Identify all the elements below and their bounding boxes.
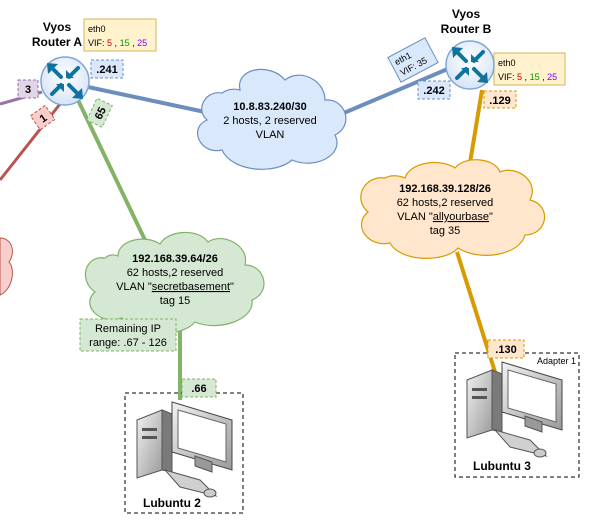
router-a-eth0-label: eth0 (88, 24, 106, 34)
router-a-badge-1-label: 1 (38, 112, 50, 125)
lubuntu-2-ip-badge: .66 (181, 378, 217, 398)
router-a-badge-1: 1 (29, 104, 56, 131)
router-a-badge-65: 65 (86, 97, 113, 128)
router-a-ip-241: .241 (96, 64, 117, 76)
router-a-title-line1: Vyos (43, 20, 72, 34)
router-a-badge-3: 3 (17, 79, 39, 99)
cloud-left-vlan-prefix: VLAN " (116, 281, 152, 293)
cloud-right-vlan-name: allyourbase (433, 211, 489, 223)
lubuntu-2-ip: .66 (191, 383, 206, 395)
link-a-to-cloud-left (76, 99, 147, 241)
remaining-ip-box: Remaining IP range: .67 - 126 (79, 318, 177, 352)
router-a-ip-241-badge: .241 (90, 59, 124, 79)
router-a-icon[interactable] (40, 56, 90, 106)
cloud-left-vlan: VLAN "secretbasement" (116, 281, 234, 293)
lubuntu-3-ip: .130 (495, 344, 516, 356)
router-b-vif-3: 25 (547, 72, 557, 82)
cloud-right-vlan-suffix: " (489, 211, 493, 223)
router-a-vif-sep-1: , (115, 38, 120, 48)
router-a-vif-2: 15 (120, 38, 130, 48)
cloud-right-vlan: VLAN "allyourbase" (397, 211, 493, 223)
router-b-eth0-label: eth0 (498, 58, 516, 68)
router-a-badge-3-label: 3 (25, 84, 31, 96)
router-b-eth0-box: eth0 VIF: 5 , 15 , 25 (493, 52, 566, 86)
router-b-vif-sep-2: , (542, 72, 547, 82)
cloud-top-hosts: 2 hosts, 2 reserved (223, 115, 317, 127)
router-b-ip-242: .242 (423, 85, 444, 97)
cloud-right-subnet: 192.168.39.128/26 (399, 183, 491, 195)
router-b-ip-129-badge: .129 (483, 90, 517, 109)
partial-cloud-left (0, 237, 13, 296)
desktop-computer-icon (466, 361, 563, 458)
router-b-vif-1: 5 (517, 72, 522, 82)
cloud-right-hosts: 62 hosts,2 reserved (397, 197, 494, 209)
cloud-top: 10.8.83.240/30 2 hosts, 2 reserved VLAN (196, 68, 347, 170)
remaining-ip-line2: range: .67 - 126 (89, 337, 167, 349)
cloud-left-tag: tag 15 (160, 295, 191, 307)
cloud-left-vlan-name: secretbasement (152, 281, 230, 293)
router-b-vif-line: VIF: 5 , 15 , 25 (498, 72, 557, 82)
cloud-left-hosts: 62 hosts,2 reserved (127, 267, 224, 279)
link-a-to-cloud-top (87, 85, 206, 114)
lubuntu-3-adapter: Adapter 1 (537, 356, 576, 366)
router-a-eth0-box: eth0 VIF: 5 , 15 , 25 (83, 18, 157, 52)
router-b-vif-sep-1: , (525, 72, 530, 82)
router-b-vif-2: 15 (530, 72, 540, 82)
router-a-vif-prefix: VIF: (88, 38, 107, 48)
router-a-vif-line: VIF: 5 , 15 , 25 (88, 38, 147, 48)
router-b-title-line1: Vyos (452, 7, 481, 21)
cloud-right: 192.168.39.128/26 62 hosts,2 reserved VL… (360, 159, 546, 259)
router-a-vif-sep-2: , (132, 38, 137, 48)
link-cloud-top-to-b (331, 66, 451, 120)
lubuntu-3-ip-badge: .130 (487, 339, 525, 359)
cloud-right-vlan-prefix: VLAN " (397, 211, 433, 223)
cloud-left-subnet: 192.168.39.64/26 (132, 253, 218, 265)
cloud-top-vlan: VLAN (256, 129, 285, 141)
cloud-left-vlan-suffix: " (230, 281, 234, 293)
router-a-vif-3: 25 (137, 38, 147, 48)
router-a-title-line2: Router A (32, 35, 83, 49)
router-b-title-line2: Router B (441, 22, 492, 36)
lubuntu-3-label: Lubuntu 3 (473, 459, 531, 473)
router-b-ip-129: .129 (489, 95, 510, 107)
router-a-badge-65-label: 65 (93, 105, 109, 121)
lubuntu-3-node[interactable]: .130 Adapter 1 Lubuntu 3 (454, 339, 580, 478)
remaining-ip-line1: Remaining IP (95, 323, 161, 335)
cloud-top-subnet: 10.8.83.240/30 (233, 101, 306, 113)
lubuntu-2-node[interactable]: .66 Lubuntu 2 (124, 378, 244, 514)
lubuntu-2-label: Lubuntu 2 (143, 496, 201, 510)
desktop-computer-icon (136, 401, 233, 498)
router-b-vif-prefix: VIF: (498, 72, 517, 82)
router-b-icon[interactable] (445, 40, 495, 90)
cloud-left: 192.168.39.64/26 62 hosts,2 reserved VLA… (84, 231, 265, 335)
router-b-ip-242-badge: .242 (417, 80, 451, 100)
cloud-right-tag: tag 35 (430, 225, 461, 237)
router-a-vif-1: 5 (107, 38, 112, 48)
